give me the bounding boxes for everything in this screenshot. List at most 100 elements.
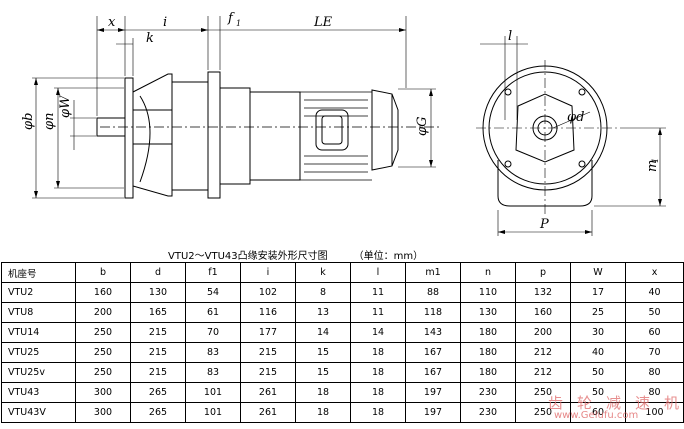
dim-phid: φd	[567, 110, 584, 125]
table-cell: 50	[570, 362, 626, 383]
table-cell: 143	[405, 322, 461, 343]
table-cell: 180	[460, 342, 516, 363]
table-cell: 18	[295, 382, 351, 403]
table-cell: 30	[570, 322, 626, 343]
table-cell: 132	[515, 282, 571, 303]
table-cell: 200	[75, 302, 131, 323]
table-cell: 250	[75, 322, 131, 343]
table-cell: 11	[350, 282, 406, 303]
table-cell: 88	[405, 282, 461, 303]
table-cell: VTU25v	[1, 362, 76, 383]
table-cell: 25	[570, 302, 626, 323]
table-cell: 80	[625, 362, 684, 383]
table-cell: 215	[130, 322, 186, 343]
table-cell: 167	[405, 362, 461, 383]
table-cell: VTU8	[1, 302, 76, 323]
table-cell: 265	[130, 382, 186, 403]
figure-caption: VTU2～VTU43凸缘安装外形尺寸图（单位：mm）	[168, 247, 423, 262]
table-cell: 102	[240, 282, 296, 303]
table-cell: 167	[405, 342, 461, 363]
dim-x: x	[108, 15, 116, 30]
column-header: W	[570, 262, 626, 283]
table-cell: 18	[350, 402, 406, 423]
table-cell: 230	[460, 402, 516, 423]
table-cell: 165	[130, 302, 186, 323]
table-cell: 261	[240, 382, 296, 403]
table-cell: 61	[185, 302, 241, 323]
table-cell: 215	[240, 362, 296, 383]
dim-i: i	[163, 15, 167, 30]
table-cell: 177	[240, 322, 296, 343]
dim-le: LE	[313, 15, 333, 30]
table-cell: 116	[240, 302, 296, 323]
dim-phig: φG	[415, 117, 430, 137]
column-header: n	[460, 262, 516, 283]
table-cell: 11	[350, 302, 406, 323]
column-header: d	[130, 262, 186, 283]
table-cell: 13	[295, 302, 351, 323]
table-cell: VTU43	[1, 382, 76, 403]
table-cell: 101	[185, 402, 241, 423]
dim-l: l	[508, 29, 512, 44]
table-cell: 250	[75, 362, 131, 383]
column-header: f1	[185, 262, 241, 283]
dim-m1-sub: 1	[651, 158, 660, 163]
table-cell: 250	[75, 342, 131, 363]
table-cell: 40	[570, 342, 626, 363]
table-cell: 110	[460, 282, 516, 303]
table-cell: 200	[515, 322, 571, 343]
table-cell: 101	[185, 382, 241, 403]
table-cell: 70	[185, 322, 241, 343]
table-cell: VTU25	[1, 342, 76, 363]
table-cell: 230	[460, 382, 516, 403]
technical-drawing: x i f 1 LE k φb φn φW φG l φd m 1 P	[21, 11, 666, 236]
table-cell: 83	[185, 362, 241, 383]
dim-p: P	[539, 217, 549, 232]
watermark-url: www.Gelufu.com	[554, 410, 639, 421]
table-cell: 40	[625, 282, 684, 303]
table-cell: 212	[515, 362, 571, 383]
table-cell: 15	[295, 342, 351, 363]
table-cell: 18	[295, 402, 351, 423]
table-cell: 80	[625, 382, 684, 403]
table-cell: 197	[405, 402, 461, 423]
column-header: p	[515, 262, 571, 283]
table-cell: 130	[460, 302, 516, 323]
table-cell: 261	[240, 402, 296, 423]
table-cell: 54	[185, 282, 241, 303]
table-cell: 197	[405, 382, 461, 403]
column-header: l	[350, 262, 406, 283]
table-cell: 215	[130, 342, 186, 363]
table-cell: 83	[185, 342, 241, 363]
column-header: m1	[405, 262, 461, 283]
table-cell: 50	[625, 302, 684, 323]
table-cell: 160	[75, 282, 131, 303]
table-cell: 100	[625, 402, 684, 423]
table-cell: 130	[130, 282, 186, 303]
column-header: k	[295, 262, 351, 283]
table-cell: 300	[75, 402, 131, 423]
dim-phiw: φW	[58, 94, 73, 118]
table-cell: 15	[295, 362, 351, 383]
caption-unit: （单位：mm）	[353, 251, 424, 262]
column-header: 机座号	[1, 262, 76, 283]
table-cell: 60	[570, 402, 626, 423]
table-cell: 118	[405, 302, 461, 323]
column-header: x	[625, 262, 684, 283]
table-cell: 212	[515, 342, 571, 363]
column-header: b	[75, 262, 131, 283]
table-cell: 18	[350, 382, 406, 403]
table-cell: 250	[515, 402, 571, 423]
dim-k: k	[146, 31, 154, 46]
table-cell: VTU14	[1, 322, 76, 343]
dim-f1: f	[227, 11, 235, 26]
table-cell: 14	[350, 322, 406, 343]
